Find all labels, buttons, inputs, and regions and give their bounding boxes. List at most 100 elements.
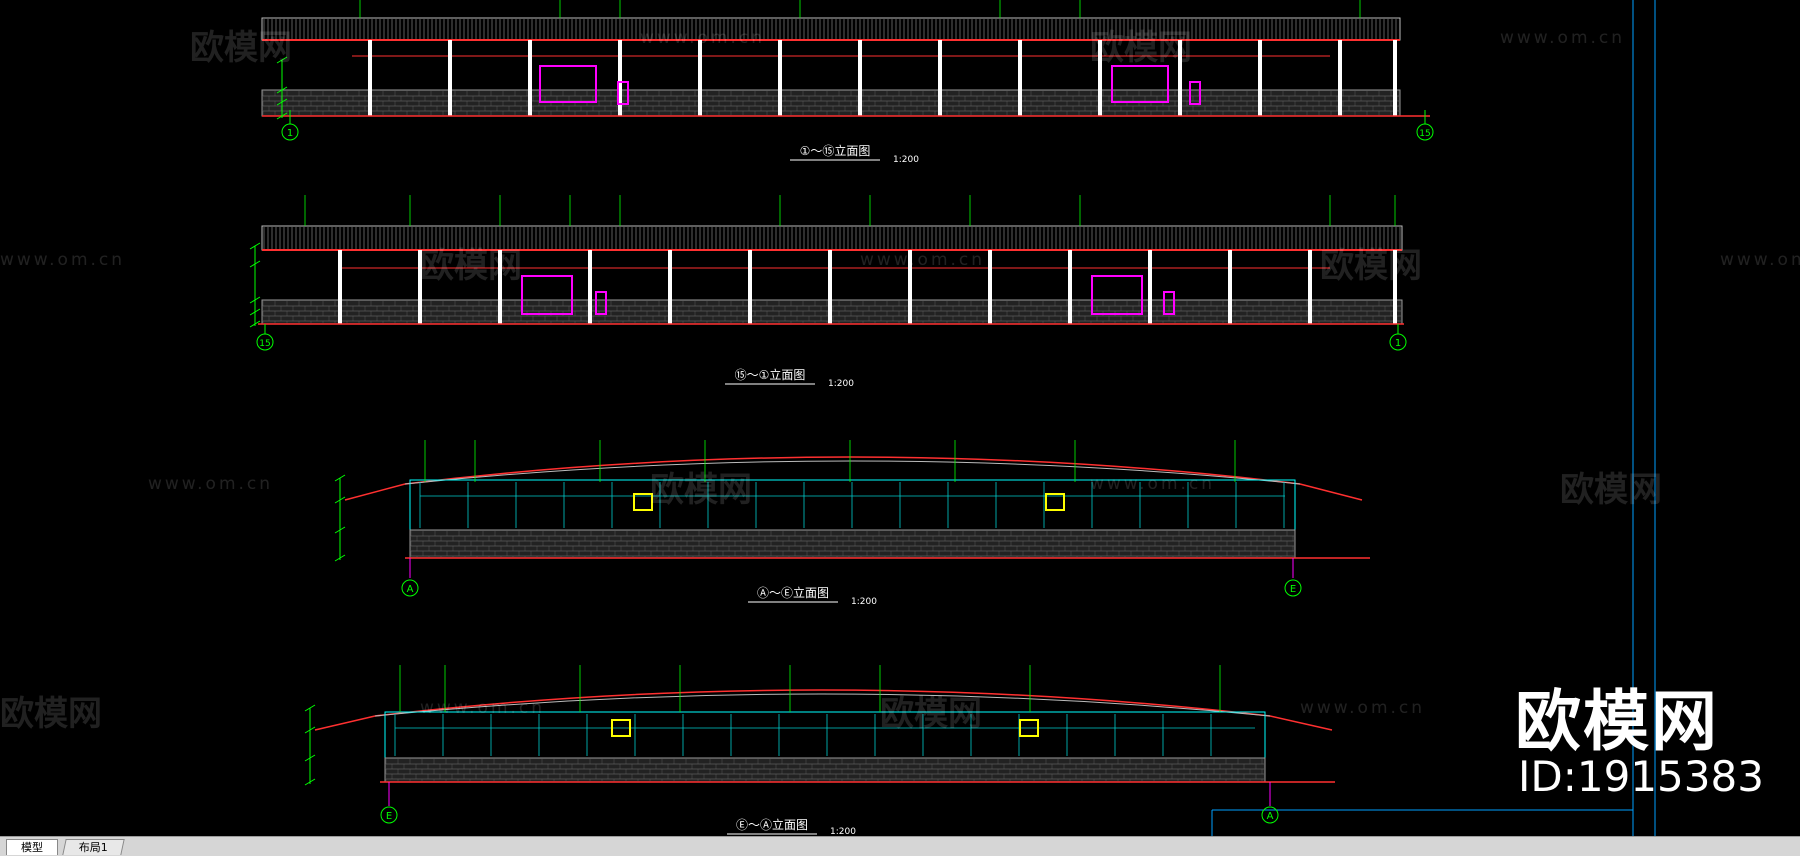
dim-tick bbox=[304, 704, 316, 712]
roof-band bbox=[261, 17, 1401, 41]
axis-label: A bbox=[1267, 811, 1274, 822]
column bbox=[1258, 40, 1262, 116]
door-small bbox=[1189, 81, 1201, 105]
roof-hatch bbox=[263, 19, 1397, 39]
column bbox=[858, 40, 862, 116]
column bbox=[528, 40, 532, 116]
column bbox=[1393, 250, 1397, 324]
column bbox=[338, 250, 342, 324]
dim-tick bbox=[276, 112, 288, 120]
axis-label: 15 bbox=[1419, 129, 1430, 139]
elevation-scale: 1:200 bbox=[828, 379, 854, 389]
column bbox=[668, 250, 672, 324]
window-yellow bbox=[1045, 493, 1065, 511]
door-small bbox=[595, 291, 607, 315]
axis-label: 1 bbox=[1395, 338, 1401, 349]
tab-layout-1-label: 布局1 bbox=[78, 841, 108, 854]
brick-courses bbox=[262, 91, 1399, 115]
roof-hatch bbox=[263, 227, 1401, 249]
door-magenta bbox=[1111, 65, 1169, 103]
column bbox=[618, 40, 622, 116]
brick-courses bbox=[385, 759, 1264, 781]
column bbox=[498, 250, 502, 324]
window-yellow bbox=[633, 493, 653, 511]
brick-base bbox=[261, 89, 1401, 117]
brand-logo-text: 欧模网 bbox=[1515, 683, 1719, 760]
column bbox=[1178, 40, 1182, 116]
column bbox=[778, 40, 782, 116]
cad-drawing-canvas[interactable]: 1 15 ①～⑮立面图 1:200 15 1 ⑮～①立面图 1:200 bbox=[0, 0, 1800, 836]
dim-tick bbox=[334, 554, 346, 562]
column bbox=[1068, 250, 1072, 324]
column bbox=[448, 40, 452, 116]
elevation-title: ①～⑮立面图 bbox=[800, 143, 871, 158]
wall-panels bbox=[394, 714, 1255, 756]
wall-panels bbox=[419, 482, 1285, 528]
dim-tick bbox=[249, 242, 261, 250]
dim-tick bbox=[304, 778, 316, 786]
column bbox=[698, 40, 702, 116]
wall-outline bbox=[409, 479, 1296, 531]
layout-tab-bar: 模型 布局1 bbox=[0, 836, 1800, 856]
axis-bubble bbox=[256, 333, 274, 351]
dim-tick bbox=[276, 98, 288, 106]
dimension-lines bbox=[334, 440, 1236, 562]
axis-label: E bbox=[1290, 584, 1296, 595]
dim-tick bbox=[249, 308, 261, 316]
model-id: ID:1915383 bbox=[1518, 752, 1764, 801]
elevation-scale: 1:200 bbox=[893, 155, 919, 165]
elevation-3: A E Ⓐ～Ⓔ立面图 1:200 bbox=[334, 440, 1370, 607]
column bbox=[1018, 40, 1022, 116]
axis-bubble bbox=[1284, 579, 1302, 597]
door-small bbox=[617, 81, 629, 105]
dim-tick bbox=[334, 474, 346, 482]
axis-label: E bbox=[386, 811, 392, 822]
axis-bubble bbox=[380, 806, 398, 824]
column bbox=[1098, 40, 1102, 116]
dim-tick bbox=[249, 260, 261, 268]
column bbox=[418, 250, 422, 324]
tab-model[interactable]: 模型 bbox=[6, 839, 58, 855]
elevation-title: ⑮～①立面图 bbox=[735, 367, 806, 382]
column bbox=[368, 40, 372, 116]
door-small bbox=[1163, 291, 1175, 315]
axis-label: 15 bbox=[259, 339, 270, 349]
dim-tick bbox=[304, 726, 316, 734]
axis-bubble bbox=[401, 579, 419, 597]
roof-curve bbox=[344, 456, 1363, 501]
axis-bubble bbox=[1416, 123, 1434, 141]
elevation-1: 1 15 ①～⑮立面图 1:200 bbox=[261, 0, 1434, 165]
brick-base bbox=[409, 529, 1296, 559]
axis-bubble bbox=[1389, 333, 1407, 351]
dim-tick bbox=[276, 56, 288, 64]
elevation-title: Ⓔ～Ⓐ立面图 bbox=[736, 817, 808, 832]
axis-label: A bbox=[407, 584, 414, 595]
column bbox=[748, 250, 752, 324]
door-magenta bbox=[521, 275, 573, 315]
column bbox=[1308, 250, 1312, 324]
roof-curve bbox=[314, 689, 1333, 731]
column bbox=[828, 250, 832, 324]
axis-bubble bbox=[281, 123, 299, 141]
window-yellow bbox=[1019, 719, 1039, 737]
columns bbox=[368, 40, 1397, 116]
dim-tick bbox=[249, 320, 261, 328]
columns bbox=[338, 250, 1397, 324]
axis-label: 1 bbox=[287, 128, 293, 139]
brick-base bbox=[384, 757, 1266, 783]
column bbox=[1338, 40, 1342, 116]
column bbox=[938, 40, 942, 116]
tab-layout-1[interactable]: 布局1 bbox=[62, 839, 125, 855]
dim-tick bbox=[304, 754, 316, 762]
door-magenta bbox=[539, 65, 597, 103]
dimension-lines bbox=[304, 665, 1221, 786]
axis-bubble bbox=[1261, 806, 1279, 824]
roof-curve bbox=[374, 693, 1271, 717]
wall-outline bbox=[384, 711, 1266, 759]
column bbox=[1228, 250, 1232, 324]
dim-tick bbox=[276, 86, 288, 94]
dim-tick bbox=[249, 296, 261, 304]
column bbox=[1148, 250, 1152, 324]
roof-curve bbox=[404, 460, 1301, 485]
door-magenta bbox=[1091, 275, 1143, 315]
